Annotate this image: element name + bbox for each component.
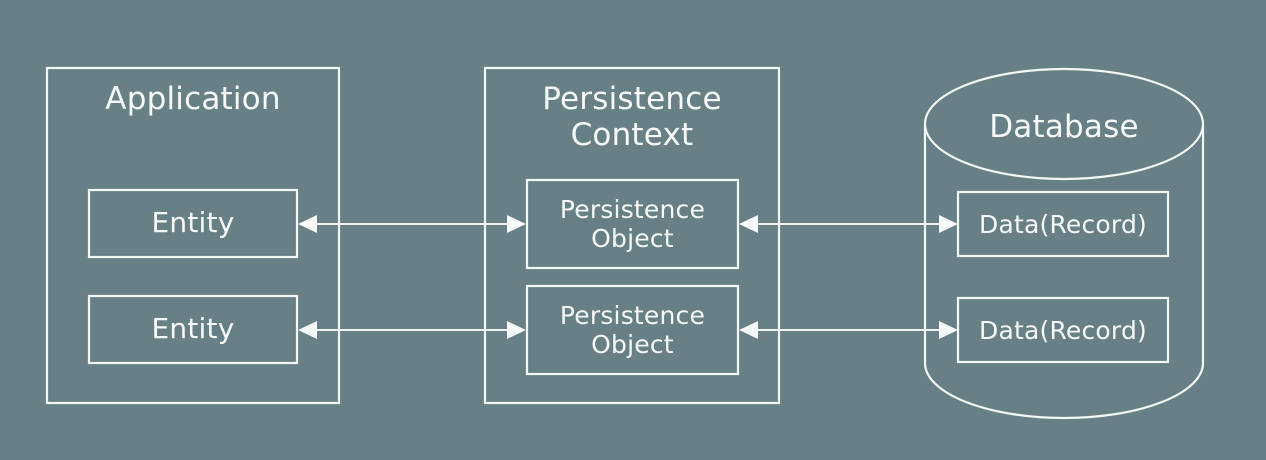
arrow-head-right [507, 321, 526, 339]
arrow-head-right [939, 215, 958, 233]
arrow-head-left [298, 321, 317, 339]
arrow-head-left [298, 215, 317, 233]
database-cylinder-outline [923, 67, 1205, 420]
entity-1-box-outline [87, 188, 299, 259]
arrow-head-right [507, 215, 526, 233]
persistence-context-container-outline [483, 66, 781, 405]
arrow-head-left [739, 215, 758, 233]
persistence-object-1-box-outline [525, 178, 740, 270]
persistence-object-2-label: Persistence Object [559, 301, 706, 359]
persistence-object-2-box-outline [525, 284, 740, 376]
connector-persistence-object-2-data-record-2 [739, 321, 958, 339]
database-title: Database [989, 109, 1139, 146]
persistence-object-1-label: Persistence Object [559, 195, 706, 253]
application-title: Application [105, 81, 281, 118]
entity-1-label: Entity [151, 206, 235, 240]
connector-entity-1-persistence-object-1 [298, 215, 526, 233]
arrow-head-left [739, 321, 758, 339]
entity-2-box-outline [87, 294, 299, 365]
application-container-outline [45, 66, 341, 405]
connector-persistence-object-1-data-record-1 [739, 215, 958, 233]
data-record-2-label: Data(Record) [979, 315, 1147, 345]
connector-entity-2-persistence-object-2 [298, 321, 526, 339]
data-record-1-label: Data(Record) [979, 209, 1147, 239]
entity-2-label: Entity [151, 312, 235, 346]
persistence-context-title: Persistence Context [542, 81, 722, 153]
arrow-head-right [939, 321, 958, 339]
